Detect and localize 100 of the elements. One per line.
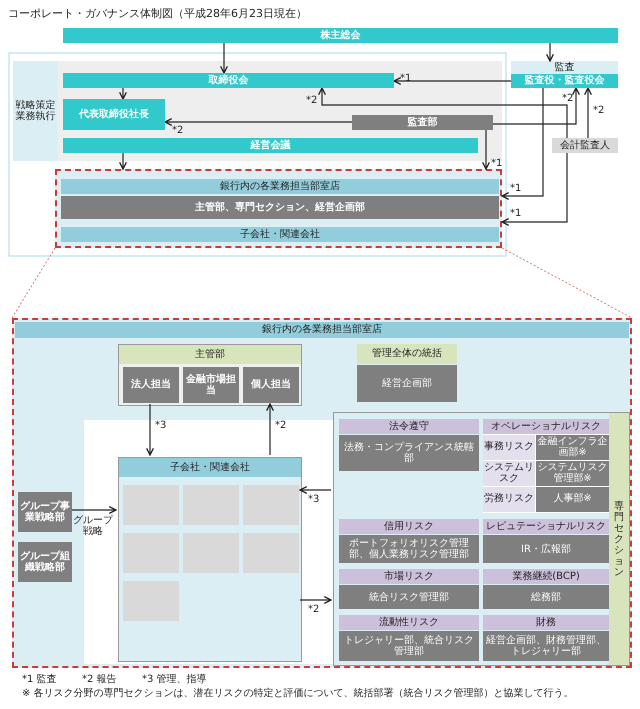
dashed-group-box — [12, 318, 632, 668]
dashed-group-box — [55, 169, 502, 248]
risk-box — [339, 615, 479, 661]
box-label: 監査部 — [406, 116, 438, 130]
risk-box — [339, 519, 479, 563]
empty-box — [123, 485, 179, 525]
risk-box — [339, 569, 479, 609]
edge-label: *2 — [275, 420, 286, 431]
edge-label: *1 — [510, 183, 522, 194]
body-text: ポートフォリオリスク管理部、個人業務リスク管理部 — [339, 535, 479, 563]
group-panel — [511, 61, 618, 88]
box-label: 株主総会 — [319, 28, 362, 43]
footnote-text: *1 監査 — [22, 672, 57, 686]
arrow — [546, 43, 554, 62]
arrow — [266, 403, 274, 455]
section-header: 監査 — [554, 61, 576, 74]
org-box — [61, 196, 499, 219]
risk-box — [357, 344, 457, 402]
arrow — [299, 486, 331, 494]
org-box — [18, 492, 72, 532]
arrow — [393, 76, 511, 86]
body-text: IR・広報部 — [483, 535, 609, 563]
body-text: 経営企画部 — [357, 365, 457, 402]
box-label: 代表取締役社長 — [78, 107, 150, 122]
org-box — [63, 73, 394, 88]
edge-label: グループ戦略 — [72, 515, 114, 537]
arrow — [493, 87, 580, 125]
table-cell: システムリスク管理部※ — [536, 461, 609, 486]
box-label: グループ事業戦略部 — [19, 499, 71, 525]
section-header: 子会社・関連会社 — [119, 458, 301, 477]
arrow — [501, 88, 544, 200]
risk-table — [483, 419, 609, 513]
box-label: 子会社・関連会社 — [239, 228, 321, 242]
arrow — [146, 404, 154, 456]
section-header: 市場リスク — [339, 569, 479, 584]
group-panel — [118, 344, 302, 406]
arrow — [482, 130, 490, 170]
org-box — [61, 227, 499, 242]
arrow — [300, 596, 332, 604]
org-box — [352, 115, 493, 130]
section-header: オペレーショナルリスク — [483, 419, 609, 434]
arrow — [318, 87, 568, 138]
edge-label: *2 — [306, 95, 318, 106]
body-text: 法務・コンプライアンス統轄部 — [339, 435, 479, 471]
org-box — [63, 138, 478, 153]
empty-box — [183, 485, 239, 525]
org-box — [243, 367, 299, 403]
diagram-title: コーポレート・ガバナンス体制図（平成28年6月23日現在） — [8, 6, 307, 21]
body-text: 統合リスク管理部 — [339, 585, 479, 609]
section-header: 信用リスク — [339, 519, 479, 534]
org-box — [63, 99, 165, 130]
arrow — [70, 506, 117, 514]
arrow — [584, 87, 592, 138]
org-box — [61, 179, 499, 194]
edge-label: *2 — [172, 125, 184, 136]
org-box — [552, 138, 618, 153]
section-header: 管理全体の統括 — [357, 344, 457, 364]
group-panel — [333, 412, 630, 666]
section-header: 銀行内の各業務担当部室店 — [15, 322, 629, 338]
arrow — [501, 153, 568, 226]
box-label: 銀行内の各業務担当部室店 — [219, 180, 341, 194]
body-text: トレジャリー部、統合リスク管理部 — [339, 631, 479, 661]
box-label: 経営会議 — [249, 138, 292, 153]
arrow — [164, 118, 352, 126]
table-cell: 労務リスク — [483, 487, 535, 512]
empty-box — [123, 581, 179, 621]
org-box — [511, 74, 618, 88]
empty-box — [123, 533, 179, 573]
section-header: 財務 — [483, 615, 609, 630]
footnote-text: *3 管理、指導 — [142, 672, 207, 686]
empty-box — [243, 533, 299, 573]
arrow — [118, 88, 128, 100]
risk-box — [483, 569, 609, 609]
box-label: 監査役・監査役会 — [524, 74, 606, 88]
box-label: 金融市場担当 — [185, 372, 237, 398]
box-label: 取締役会 — [207, 73, 250, 88]
box-label: 主管部、専門セクション、経営企画部 — [194, 200, 366, 215]
section-header: 業務継続(BCP) — [483, 569, 609, 584]
edge-label: *3 — [155, 420, 166, 431]
org-box — [18, 542, 72, 582]
risk-box — [339, 419, 479, 471]
body-text: 経営企画部、財務管理部、トレジャリー部 — [483, 631, 609, 661]
table-cell: 事務リスク — [483, 435, 535, 460]
edge-label: *2 — [593, 105, 604, 116]
box-label: グループ組織戦略部 — [19, 549, 71, 575]
section-header: 主管部 — [119, 345, 301, 364]
box-label: 個人担当 — [250, 378, 292, 392]
arrow — [118, 153, 128, 170]
edge-label: *1 — [491, 158, 502, 169]
table-cell: システムリスク — [483, 461, 535, 486]
risk-box — [483, 615, 609, 661]
box-label: 法人担当 — [130, 378, 172, 392]
edge-label: *2 — [562, 93, 574, 104]
vertical-header: 専門セクション — [609, 413, 629, 665]
edge-label: *2 — [308, 604, 320, 615]
org-box — [123, 367, 179, 403]
empty-box — [243, 485, 299, 525]
table-cell: 人事部※ — [536, 487, 609, 512]
edge-label: *3 — [308, 494, 320, 505]
org-box — [63, 28, 618, 43]
